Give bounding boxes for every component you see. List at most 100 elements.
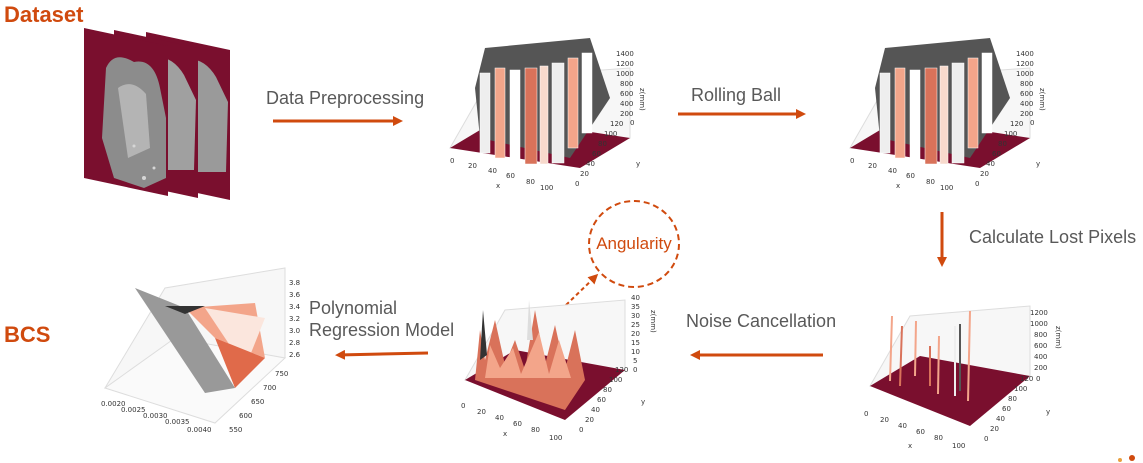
plot3-ytick: 100 [1014,385,1027,393]
plot5-ztick: 2.8 [289,339,300,347]
plot4-xtick: 100 [549,434,562,442]
plot4-ytick: 120 [615,366,628,374]
plot1-ytick: 80 [598,140,607,148]
plot-lost-pixels: x y z(mm) 0 20 40 60 80 100 0 20 40 60 8… [864,305,1062,450]
plot4-ytick: 20 [585,416,594,424]
plot-preprocessed: x y z(mm) 0 20 40 60 80 100 0 20 40 60 8… [449,38,646,192]
dataset-image-stack [84,28,230,200]
plot3-ytick: 40 [996,415,1005,423]
plot3-ztick: 800 [1034,331,1047,339]
plot3-ztick: 200 [1034,364,1047,372]
plot2-ytick: 80 [998,140,1007,148]
plot4-ztick: 30 [631,312,640,320]
plot5-xtick: 0.0035 [165,418,190,426]
plot4-xtick: 60 [513,420,522,428]
angularity-badge: Angularity [588,200,680,288]
plot4-ylabel: y [641,398,645,406]
plot3-ytick: 120 [1020,375,1033,383]
dataset-title: Dataset [4,2,84,27]
plot4-ztick: 15 [631,339,640,347]
plot2-xtick: 0 [850,157,854,165]
plot2-ztick: 1400 [1016,50,1034,58]
plot-rolling-ball: x y z(mm) 0 20 40 60 80 100 0 20 40 60 8… [849,38,1046,192]
plot2-ztick: 600 [1020,90,1033,98]
plot3-ztick: 600 [1034,342,1047,350]
step-data-preprocessing: Data Preprocessing [266,88,425,108]
plot5-xtick: 0.0040 [187,426,212,434]
plot5-ztick: 3.6 [289,291,301,299]
plot4-ytick: 0 [579,426,583,434]
plot1-xtick: 60 [506,172,515,180]
plot2-xtick: 20 [868,162,877,170]
plot2-xtick: 100 [940,184,953,192]
plot3-ytick: 60 [1002,405,1011,413]
plot2-ztick: 0 [1030,119,1034,127]
plot2-ytick: 100 [1004,130,1017,138]
plot4-ztick: 35 [631,303,640,311]
plot4-ztick: 5 [633,357,637,365]
plot1-xlabel: x [496,182,500,190]
bcs-title: BCS [4,322,51,347]
plot1-ztick: 1000 [616,70,634,78]
plot3-xtick: 0 [864,410,868,418]
plot4-xtick: 20 [477,408,486,416]
plot2-ztick: 200 [1020,110,1033,118]
step-rolling-ball: Rolling Ball [691,85,782,105]
plot2-ytick: 40 [986,160,995,168]
plot3-ztick: 0 [1036,375,1040,383]
step-calculate-lost-pixels: Calculate Lost Pixels [969,227,1137,247]
plot3-xtick: 60 [916,428,925,436]
plot1-ztick: 200 [620,110,633,118]
plot4-ytick: 100 [609,376,622,384]
plot5-ytick: 750 [275,370,288,378]
plot1-xtick: 80 [526,178,535,186]
plot1-ytick: 20 [580,170,589,178]
plot3-ztick: 400 [1034,353,1047,361]
plot1-xtick: 0 [450,157,454,165]
plot-noise-cancelled: x y z(mm) 0 20 40 60 80 100 0 20 40 60 8… [461,294,657,442]
plot2-xtick: 40 [888,167,897,175]
plot5-ztick: 3.4 [289,303,301,311]
plot2-ytick: 60 [992,150,1001,158]
plot3-ytick: 0 [984,435,988,443]
plot-polynomial-regression: 0.0020 0.0025 0.0030 0.0035 0.0040 550 6… [101,267,301,434]
step-polynomial-line1: Polynomial [309,298,398,318]
plot5-ytick: 700 [263,384,276,392]
plot1-zlabel: z(mm) [638,88,646,111]
step-noise-cancellation: Noise Cancellation [686,311,837,331]
plot3-xlabel: x [908,442,912,450]
plot2-ztick: 1000 [1016,70,1034,78]
plot2-xlabel: x [896,182,900,190]
plot5-xtick: 0.0030 [143,412,168,420]
plot3-ztick: 1200 [1030,309,1048,317]
plot3-xtick: 40 [898,422,907,430]
plot2-ytick: 20 [980,170,989,178]
plot5-ztick: 3.0 [289,327,300,335]
plot4-xtick: 80 [531,426,540,434]
plot4-xtick: 40 [495,414,504,422]
plot3-ytick: 20 [990,425,999,433]
plot4-ztick: 20 [631,330,640,338]
plot2-ztick: 400 [1020,100,1033,108]
plot5-ytick: 550 [229,426,242,434]
plot1-ztick: 400 [620,100,633,108]
plot4-ztick: 0 [633,366,637,374]
plot4-ztick: 40 [631,294,640,302]
plot1-ztick: 600 [620,90,633,98]
plot5-xtick: 0.0025 [121,406,146,414]
plot1-ytick: 0 [575,180,579,188]
plot3-ylabel: y [1046,408,1050,416]
plot2-ztick: 800 [1020,80,1033,88]
plot1-xtick: 100 [540,184,553,192]
plot3-ztick: 1000 [1030,320,1048,328]
plot1-ztick: 1200 [616,60,634,68]
plot5-ytick: 600 [239,412,252,420]
plot2-zlabel: z(mm) [1038,88,1046,111]
arrow-polynomial [335,349,429,360]
plot4-ytick: 60 [597,396,606,404]
plot1-ytick: 100 [604,130,617,138]
step-polynomial-line2: Regression Model [309,320,455,340]
plot4-xlabel: x [503,430,507,438]
plot1-ytick: 120 [610,120,623,128]
